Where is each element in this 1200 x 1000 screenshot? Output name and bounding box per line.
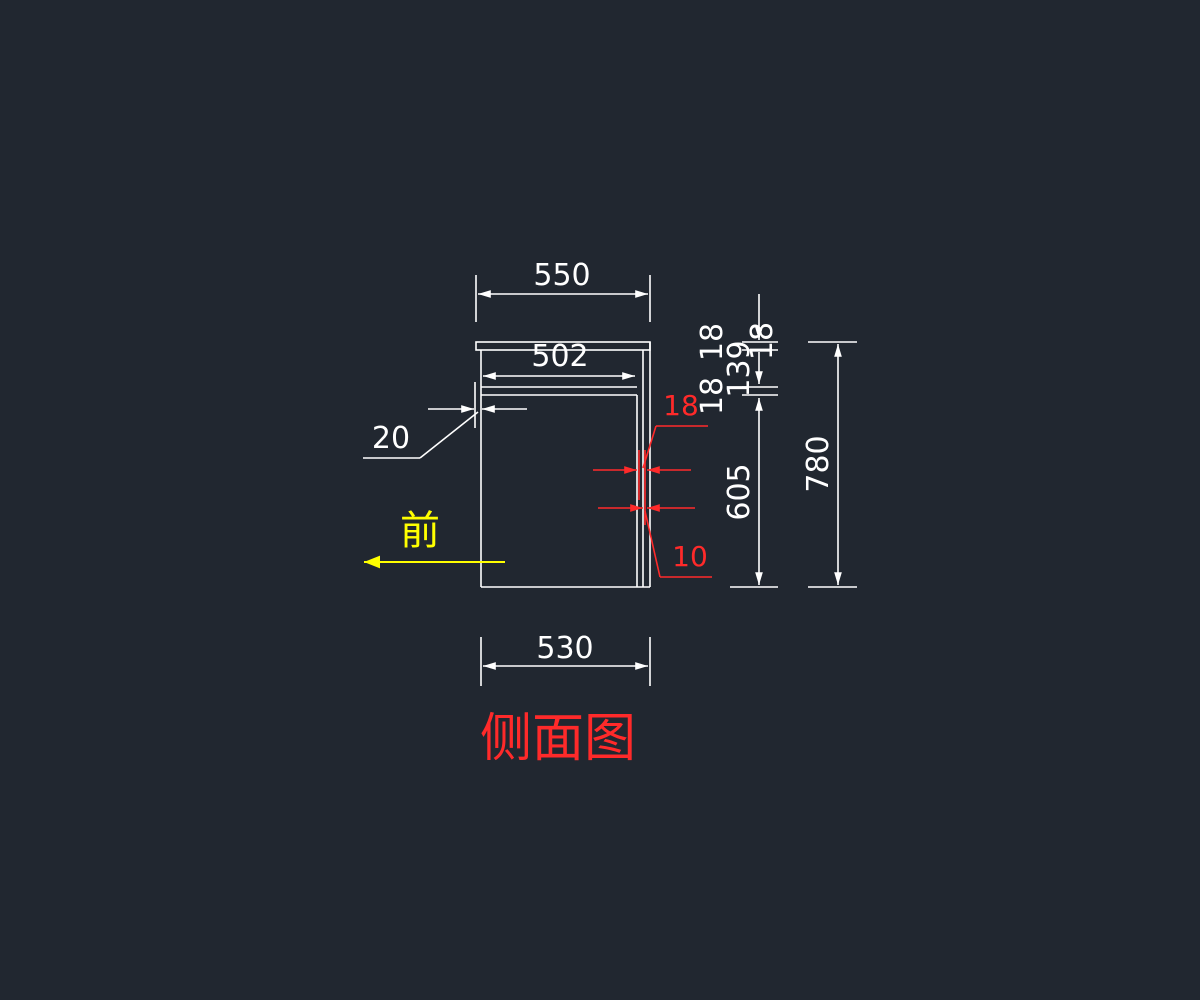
dimension-base-width: 530 [480, 631, 651, 686]
dim-red-18-label: 18 [663, 389, 699, 422]
red-panel-annotations: 18 10 [593, 389, 712, 578]
dim-605-label: 605 [722, 463, 757, 520]
dim-780-label: 780 [801, 435, 836, 492]
dim-550-label: 550 [533, 258, 590, 293]
dim-20-label: 20 [372, 421, 410, 456]
dimension-panel-offset: 20 [363, 405, 527, 459]
front-direction-marker: 前 [364, 508, 505, 569]
dim-502-label: 502 [531, 339, 588, 374]
dim-139-label: 139 [722, 340, 757, 397]
front-label: 前 [400, 508, 440, 554]
dim-530-label: 530 [536, 631, 593, 666]
dimension-total-height: 780 [801, 341, 857, 588]
dimension-vertical-stack: 18 18 139 18 605 [695, 294, 780, 588]
dimension-inner-width: 502 [483, 339, 635, 380]
dim-18-shelf-label: 18 [695, 377, 730, 415]
cabinet-outline [474, 341, 651, 588]
dim-18-top-label: 18 [695, 323, 730, 361]
dimension-overall-width: 550 [475, 258, 651, 322]
dim-18-second-label: 18 [745, 322, 780, 360]
dim-red-10-label: 10 [672, 540, 708, 573]
view-title: 侧面图 [480, 709, 636, 769]
